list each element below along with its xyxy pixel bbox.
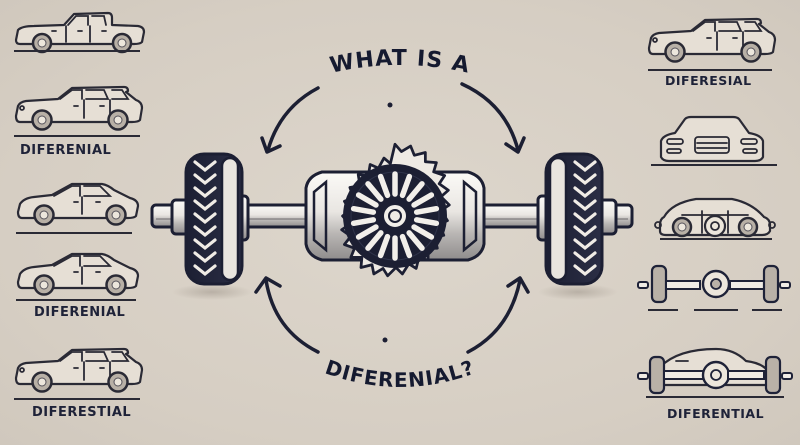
right-car-1-suv [647, 17, 777, 71]
curved-arrow-bottom-left-icon [254, 276, 320, 354]
right-car-5-car-front-axle [637, 347, 793, 398]
left-car-4-hatchback [16, 252, 140, 301]
differential-gear-icon [304, 142, 486, 278]
curved-arrow-top-left-icon [260, 86, 320, 154]
right-car-2-sedan-front [651, 115, 777, 166]
right-caption-1: DIFERESIAL [665, 73, 752, 88]
left-car-3-hatchback [16, 182, 140, 234]
right-car-3-coupe-cutaway [654, 197, 776, 240]
right-caption-5: DIFERENTIAL [667, 406, 765, 421]
left-caption-2: DIFERENIAL [20, 143, 112, 158]
dot-bottom [382, 337, 388, 343]
right-car-4-axle-assembly [637, 264, 791, 311]
left-car-2-suv [14, 85, 144, 137]
left-wheel-icon [170, 152, 250, 286]
left-caption-4: DIFERENIAL [34, 305, 126, 320]
right-wheel-shadow [538, 284, 618, 300]
left-car-5-suv [14, 347, 144, 400]
right-wheel-icon [536, 152, 618, 286]
curved-arrow-top-right-icon [460, 82, 526, 154]
title-top-text: WHAT IS A [328, 46, 473, 79]
left-caption-5: DIFERESTIAL [32, 405, 132, 420]
left-car-1-pickup [14, 11, 146, 54]
left-wheel-shadow [172, 284, 252, 300]
title-bottom-text: DIFERENIAL? [322, 355, 477, 392]
curved-arrow-bottom-right-icon [466, 276, 530, 354]
dot-top [387, 102, 393, 108]
